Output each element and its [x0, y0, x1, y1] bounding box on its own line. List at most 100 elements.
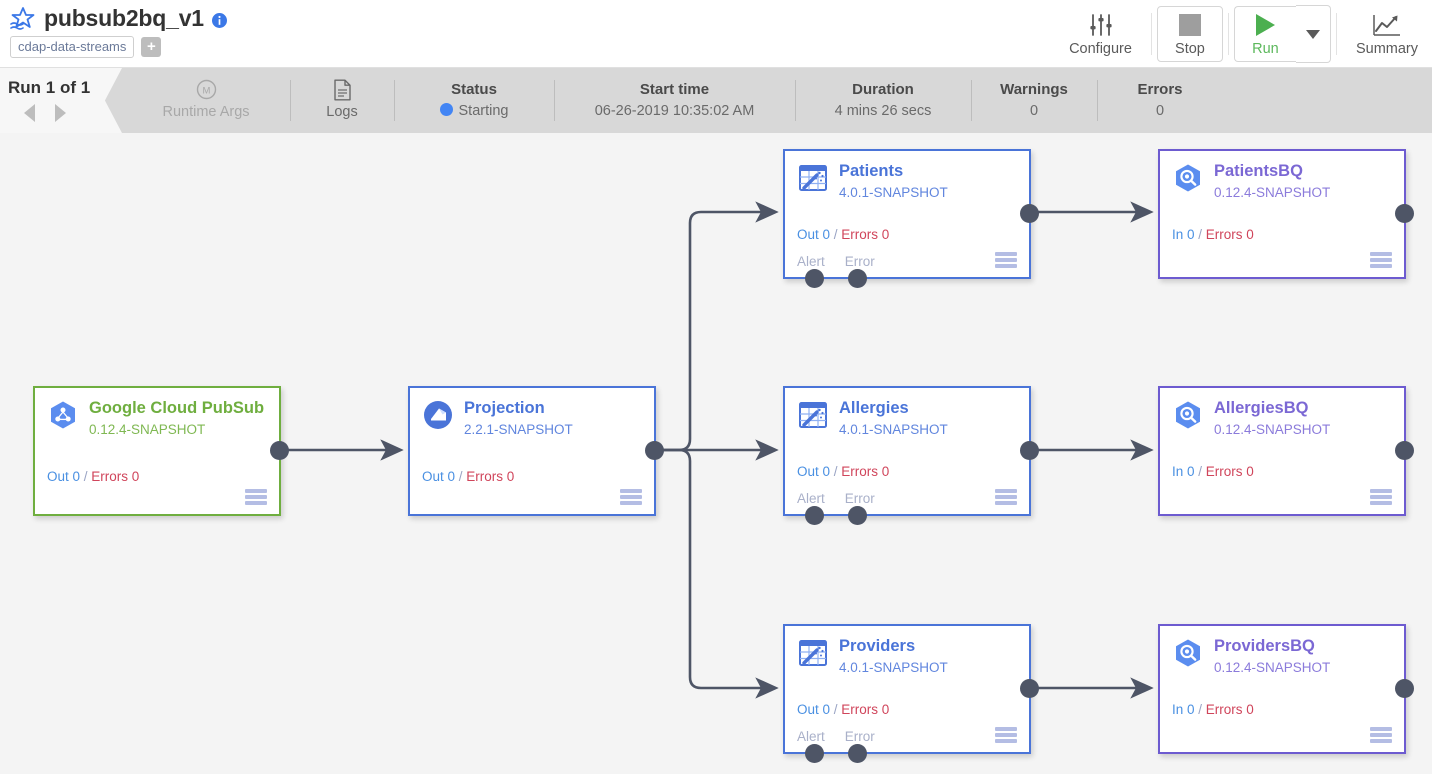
node-menu-icon[interactable]: [245, 489, 267, 505]
error-port-label: Error: [844, 254, 875, 269]
node-error-count: Errors 0: [466, 469, 515, 484]
metrics-separator: /: [830, 702, 842, 717]
run-button[interactable]: Run: [1233, 6, 1296, 62]
node-patients[interactable]: Patients 4.0.1-SNAPSHOT Out 0 / Errors 0…: [783, 149, 1039, 288]
alert-port[interactable]: [805, 506, 824, 525]
node-providersbq[interactable]: ProvidersBQ 0.12.4-SNAPSHOT In 0 / Error…: [1158, 624, 1414, 754]
run-stat-cells: M Runtime Args: [122, 68, 1223, 133]
node-title: Providers: [839, 637, 916, 655]
node-out-count: Out 0: [47, 469, 81, 484]
node-menu-icon[interactable]: [1370, 727, 1392, 743]
node-output-port[interactable]: [1020, 679, 1039, 698]
duration-heading: Duration: [852, 80, 914, 98]
node-projection[interactable]: Projection 2.2.1-SNAPSHOT Out 0 / Errors…: [408, 386, 664, 516]
node-menu-icon[interactable]: [1370, 252, 1392, 268]
node-output-port[interactable]: [1020, 204, 1039, 223]
node-title: PatientsBQ: [1214, 162, 1303, 180]
run-count-label: Run 1 of 1: [8, 78, 91, 97]
status-heading: Status: [451, 80, 497, 98]
node-menu-icon[interactable]: [620, 489, 642, 505]
node-output-port[interactable]: [1395, 204, 1414, 223]
summary-button[interactable]: Summary: [1342, 6, 1432, 62]
node-in-count: In 0: [1172, 227, 1195, 242]
macro-circle-icon: M: [196, 79, 217, 101]
warnings-value: 0: [1029, 102, 1039, 119]
node-error-count: Errors 0: [1205, 702, 1254, 717]
metrics-separator: /: [1194, 702, 1206, 717]
node-menu-icon[interactable]: [995, 489, 1017, 505]
node-providers[interactable]: Providers 4.0.1-SNAPSHOT Out 0 / Errors …: [783, 624, 1039, 763]
node-version: 0.12.4-SNAPSHOT: [89, 422, 206, 437]
runtime-args-label: Runtime Args: [162, 103, 250, 120]
error-port[interactable]: [848, 269, 867, 288]
alert-port[interactable]: [805, 744, 824, 763]
divider: [1335, 13, 1337, 55]
node-header: Google Cloud PubSub 0.12.4-SNAPSHOT: [35, 388, 279, 439]
stop-button[interactable]: Stop: [1156, 6, 1223, 62]
metrics-separator: /: [1194, 464, 1206, 479]
node-menu-icon[interactable]: [1370, 489, 1392, 505]
node-output-port[interactable]: [1395, 441, 1414, 460]
node-allergiesbq[interactable]: AllergiesBQ 0.12.4-SNAPSHOT In 0 / Error…: [1158, 386, 1414, 516]
node-version: 0.12.4-SNAPSHOT: [1214, 422, 1331, 437]
node-version: 4.0.1-SNAPSHOT: [839, 185, 948, 200]
node-allergies[interactable]: Allergies 4.0.1-SNAPSHOT Out 0 / Errors …: [783, 386, 1039, 525]
add-tag-button[interactable]: +: [141, 37, 162, 57]
node-output-port[interactable]: [645, 441, 664, 460]
line-chart-icon: [1372, 11, 1402, 39]
node-google-cloud-pubsub[interactable]: Google Cloud PubSub 0.12.4-SNAPSHOT Out …: [33, 386, 289, 516]
node-output-port[interactable]: [1395, 679, 1414, 698]
node-metrics: In 0 / Errors 0: [1172, 702, 1254, 718]
play-triangle-icon: [1255, 11, 1275, 39]
node-title-wrap: PatientsBQ 0.12.4-SNAPSHOT: [1214, 161, 1330, 202]
previous-run-arrow-icon[interactable]: [24, 104, 35, 122]
pipeline-canvas[interactable]: Google Cloud PubSub 0.12.4-SNAPSHOT Out …: [0, 133, 1432, 774]
page-title: pubsub2bq_v1: [44, 5, 204, 31]
pipeline-title-row: pubsub2bq_v1: [10, 5, 227, 32]
node-title: Patients: [839, 162, 904, 180]
info-icon[interactable]: [211, 10, 227, 28]
status-value-wrap: Starting: [439, 100, 508, 122]
error-port[interactable]: [848, 506, 867, 525]
logs-label: Logs: [326, 103, 358, 120]
next-run-arrow-icon[interactable]: [55, 104, 66, 122]
node-out-count: Out 0: [797, 464, 831, 479]
node-title: Allergies: [839, 399, 909, 417]
pipeline-tag[interactable]: cdap-data-streams: [10, 36, 135, 58]
node-endpoint-labels: Alert Error: [797, 254, 875, 269]
configure-button[interactable]: Configure: [1055, 6, 1146, 62]
run-label: Run: [1252, 41, 1279, 57]
error-port[interactable]: [848, 744, 867, 763]
document-icon: [333, 79, 352, 101]
status-dot-icon: [439, 102, 453, 116]
node-patientsbq[interactable]: PatientsBQ 0.12.4-SNAPSHOT In 0 / Errors…: [1158, 149, 1414, 279]
configure-label: Configure: [1069, 41, 1132, 57]
node-in-count: In 0: [1172, 464, 1195, 479]
node-endpoint-labels: Alert Error: [797, 729, 875, 744]
node-title: Google Cloud PubSub: [89, 399, 265, 417]
edge-projection-patients: [656, 201, 779, 452]
node-menu-icon[interactable]: [995, 727, 1017, 743]
node-title-wrap: Projection 2.2.1-SNAPSHOT: [464, 398, 573, 439]
bigquery-icon: [1172, 637, 1204, 669]
node-metrics: In 0 / Errors 0: [1172, 227, 1254, 243]
node-menu-icon[interactable]: [995, 252, 1017, 268]
node-output-port[interactable]: [270, 441, 289, 460]
node-metrics: In 0 / Errors 0: [1172, 464, 1254, 480]
node-output-port[interactable]: [1020, 441, 1039, 460]
logs-cell[interactable]: Logs: [290, 68, 394, 133]
alert-port[interactable]: [805, 269, 824, 288]
start-time-heading: Start time: [639, 80, 710, 98]
divider: [1227, 13, 1229, 55]
node-title-wrap: AllergiesBQ 0.12.4-SNAPSHOT: [1214, 398, 1330, 439]
node-title: AllergiesBQ: [1214, 399, 1309, 417]
node-metrics: Out 0 / Errors 0: [422, 469, 514, 485]
connection-edges: [281, 201, 1154, 699]
run-dropdown-button[interactable]: [1295, 5, 1331, 63]
runtime-args-cell[interactable]: M Runtime Args: [122, 68, 290, 133]
errors-value: 0: [1155, 102, 1165, 119]
node-title-wrap: Providers 4.0.1-SNAPSHOT: [839, 636, 948, 677]
stop-label: Stop: [1175, 41, 1205, 57]
divider: [1150, 13, 1152, 55]
